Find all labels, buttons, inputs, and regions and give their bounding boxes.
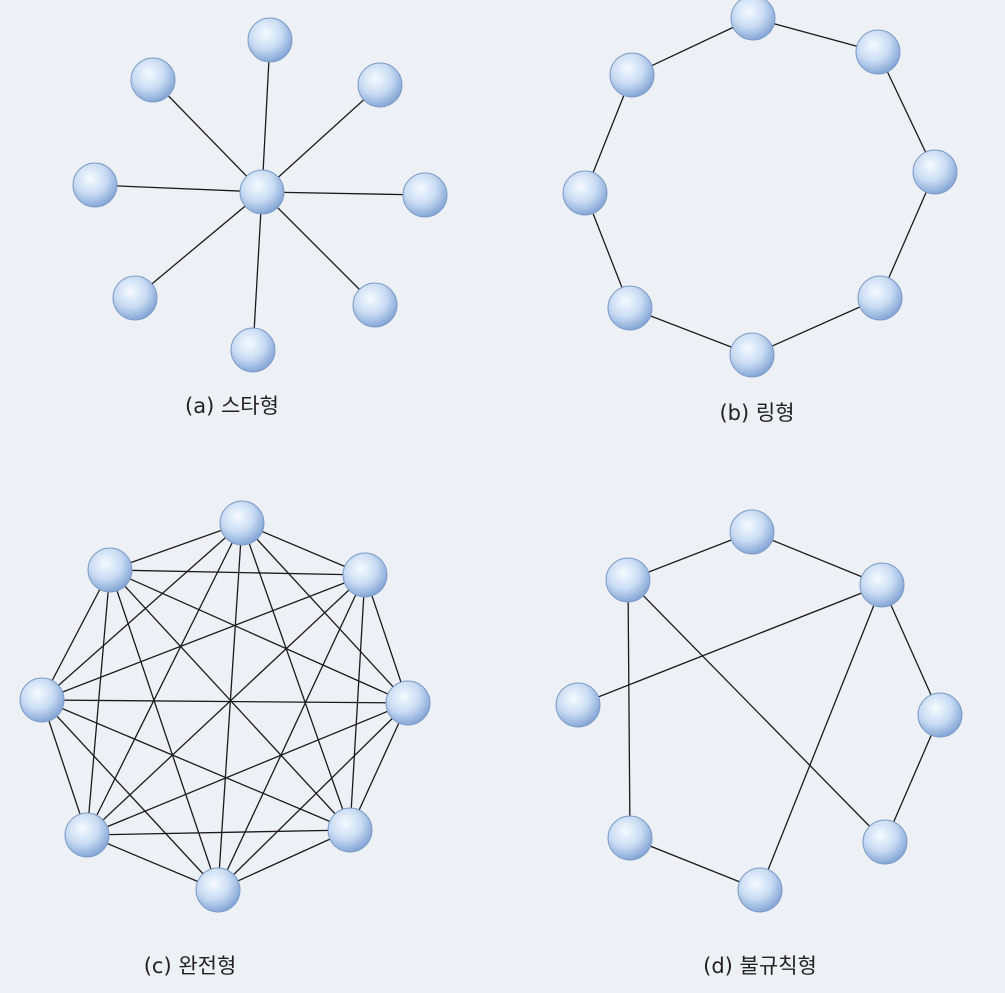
complete-edge [41, 522, 243, 701]
irregular-node [859, 562, 905, 608]
ring-node [912, 149, 958, 195]
star-edge [252, 191, 263, 351]
complete-edge [86, 522, 243, 836]
complete-node [327, 807, 373, 853]
star-edge [152, 79, 263, 193]
complete-edge [41, 569, 111, 701]
complete-edge [41, 699, 409, 704]
irregular-edge [884, 714, 941, 843]
ring-node [730, 0, 776, 41]
star-edge [261, 84, 381, 193]
complete-edge [217, 574, 366, 891]
irregular-node [737, 867, 783, 913]
complete-edge [41, 699, 351, 831]
complete-edge [109, 569, 219, 891]
star-node [247, 17, 293, 63]
ring-node [857, 275, 903, 321]
complete-topology [19, 500, 431, 913]
irregular-edge [881, 584, 941, 716]
ring-edge [879, 171, 936, 299]
irregular-edge [629, 837, 761, 891]
star-node [239, 169, 285, 215]
star-node [352, 282, 398, 328]
star-edge [261, 191, 426, 196]
complete-node [19, 677, 65, 723]
ring-node [729, 332, 775, 378]
irregular-topology-caption: (d) 불규칙형 [703, 954, 817, 978]
ring-node [607, 285, 653, 331]
ring-node [562, 170, 608, 216]
irregular-edge [759, 584, 883, 891]
star-node [112, 275, 158, 321]
ring-topology [562, 0, 958, 378]
complete-edge [109, 522, 243, 571]
complete-topology-caption: (c) 완전형 [143, 954, 237, 978]
complete-edge [217, 702, 409, 891]
irregular-topology [555, 509, 963, 913]
star-topology [72, 17, 448, 373]
ring-node [855, 29, 901, 75]
ring-node [609, 52, 655, 98]
complete-edge [364, 574, 409, 704]
complete-edge [86, 574, 366, 836]
ring-edge [751, 297, 881, 356]
complete-edge [217, 829, 351, 891]
ring-topology-caption: (b) 링형 [719, 401, 795, 425]
complete-edge [109, 569, 351, 831]
star-node [130, 57, 176, 103]
complete-edge [217, 522, 243, 891]
complete-edge [109, 569, 366, 576]
complete-edge [86, 569, 111, 836]
irregular-edge [577, 584, 883, 706]
complete-node [87, 547, 133, 593]
complete-node [385, 680, 431, 726]
complete-edge [41, 574, 366, 701]
star-edge [94, 184, 263, 193]
irregular-node [607, 815, 653, 861]
complete-node [195, 867, 241, 913]
complete-edge [241, 522, 351, 831]
complete-edge [86, 834, 219, 891]
irregular-edge [627, 579, 886, 843]
complete-edge [41, 699, 219, 891]
irregular-node [917, 692, 963, 738]
star-node [72, 162, 118, 208]
irregular-node [729, 509, 775, 555]
star-edge [134, 191, 263, 299]
complete-edge [109, 569, 409, 704]
complete-edge [86, 702, 409, 836]
star-topology-caption: (a) 스타형 [185, 394, 279, 418]
irregular-node [605, 557, 651, 603]
star-node [230, 327, 276, 373]
complete-edge [349, 702, 409, 831]
irregular-edge [627, 579, 631, 839]
complete-node [342, 552, 388, 598]
irregular-node [862, 819, 908, 865]
complete-node [219, 500, 265, 546]
star-node [357, 62, 403, 108]
star-node [402, 172, 448, 218]
complete-edge [41, 699, 88, 836]
irregular-node [555, 682, 601, 728]
irregular-edge [751, 531, 883, 586]
star-edge [261, 39, 271, 193]
star-edge [261, 191, 376, 306]
complete-edge [86, 829, 351, 836]
complete-node [64, 812, 110, 858]
